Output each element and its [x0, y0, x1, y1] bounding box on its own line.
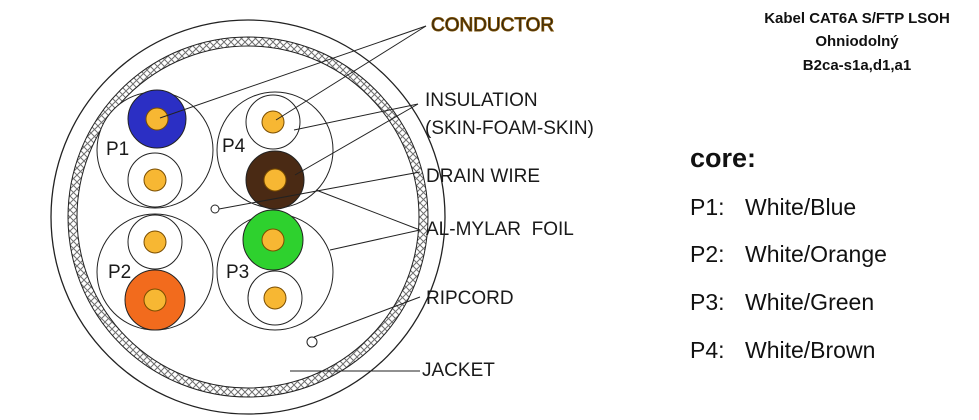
- core-item-p2-key: P2:: [690, 241, 725, 267]
- pair-label-p2: P2: [108, 262, 131, 283]
- label-jacket: JACKET: [422, 360, 495, 381]
- core-heading: core:: [690, 143, 756, 173]
- drain-wire: [210, 204, 220, 214]
- leader-conductor-2: [275, 25, 427, 121]
- pair-label-p3: P3: [226, 262, 249, 283]
- p2-colored-conductor: [143, 288, 167, 312]
- core-item-p3-key: P3:: [690, 289, 725, 315]
- core-item-p4-value: White/Brown: [745, 337, 875, 363]
- p2-white-conductor: [143, 230, 167, 254]
- label-drain-wire: DRAIN WIRE: [426, 166, 540, 187]
- braid-inner-edge: [76, 45, 420, 389]
- label-ripcord: RIPCORD: [426, 288, 514, 309]
- pair-label-p1: P1: [106, 139, 129, 160]
- label-insulation-sub: (SKIN-FOAM-SKIN): [425, 118, 594, 139]
- title-line-3: B2ca-s1a,d1,a1: [803, 57, 911, 74]
- leader-insulation-1: [293, 103, 419, 131]
- p1-white-conductor: [143, 168, 167, 192]
- label-foil: AL-MYLAR FOIL: [426, 219, 574, 240]
- p3-white-conductor: [263, 286, 287, 310]
- core-item-p4-key: P4:: [690, 337, 725, 363]
- leader-insulation-2: [294, 103, 419, 176]
- title-line-1: Kabel CAT6A S/FTP LSOH: [764, 10, 950, 27]
- core-item-p1-key: P1:: [690, 194, 725, 220]
- core-item-p1-value: White/Blue: [745, 194, 856, 220]
- label-insulation: INSULATION: [425, 90, 538, 111]
- leader-conductor-1: [159, 25, 427, 119]
- ripcord: [306, 336, 318, 348]
- p4-colored-conductor: [263, 168, 287, 192]
- leader-foil-1: [315, 189, 421, 231]
- title-line-2: Ohniodolný: [815, 33, 899, 50]
- p3-colored-conductor: [261, 228, 285, 252]
- leader-drain-wire: [218, 171, 421, 210]
- p1-colored-conductor: [145, 107, 169, 131]
- core-item-p3-value: White/Green: [745, 289, 874, 315]
- pair-label-p4: P4: [222, 136, 246, 157]
- leader-foil-2: [329, 229, 421, 251]
- label-conductor: CONDUCTOR: [431, 15, 554, 36]
- p4-white-conductor: [261, 110, 285, 134]
- leader-ripcord: [313, 296, 421, 338]
- core-item-p2-value: White/Orange: [745, 241, 887, 267]
